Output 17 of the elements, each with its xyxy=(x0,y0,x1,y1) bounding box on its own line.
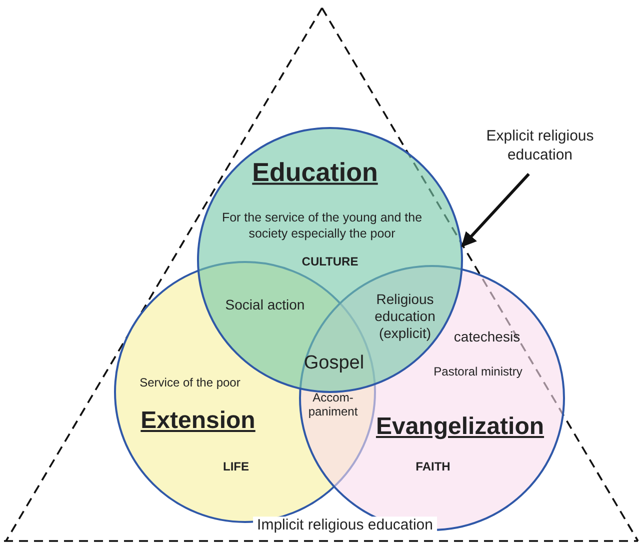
arrow xyxy=(461,172,530,248)
description-text: Pastoral ministry xyxy=(434,364,522,380)
overlap-label: Social action xyxy=(225,296,305,314)
overlap-label: Accom- paniment xyxy=(307,390,359,420)
region-caption: Implicit religious education xyxy=(253,516,437,536)
overlap-label: Religious education (explicit) xyxy=(374,290,436,342)
description-text: For the service of the young and the society especially the poor xyxy=(220,210,424,242)
description-text: Service of the poor xyxy=(140,376,240,390)
description-text: catechesis xyxy=(454,328,520,346)
keyword-text: FAITH xyxy=(416,460,450,474)
keyword-text: LIFE xyxy=(223,460,249,474)
circle-heading: Extension xyxy=(140,406,256,436)
circle-heading: Evangelization xyxy=(376,412,544,442)
overlap-label: Gospel xyxy=(304,352,364,376)
annotation-text: Explicit religious education xyxy=(485,127,595,165)
keyword-text: CULTURE xyxy=(302,254,358,270)
circle-heading: Education xyxy=(252,156,378,188)
